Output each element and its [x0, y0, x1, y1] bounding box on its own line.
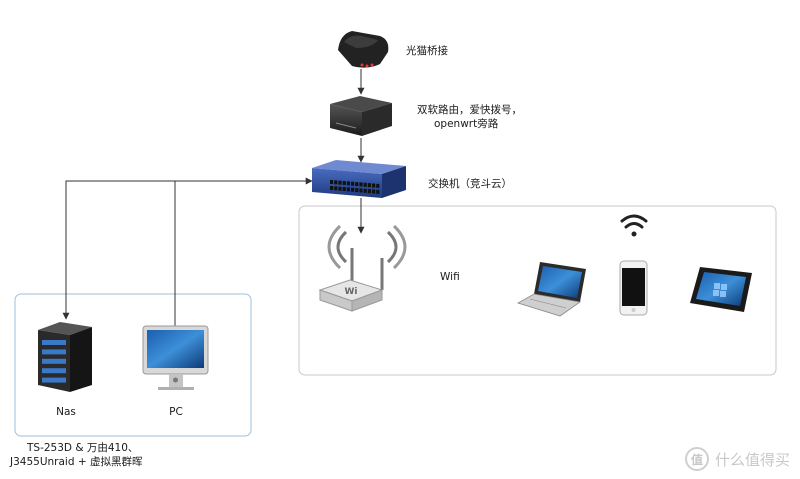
- wireless-ap-icon: Wi: [318, 224, 407, 312]
- switch-port: [363, 188, 367, 193]
- nas-drive-bay: [42, 358, 66, 364]
- switch-port: [351, 181, 355, 186]
- nas-drive-bay: [42, 368, 66, 374]
- switch-port: [367, 183, 371, 188]
- switch-label: 交换机（竞斗云）: [428, 178, 512, 190]
- switch-port: [359, 188, 363, 193]
- switch-port: [367, 189, 371, 194]
- watermark-text: 什么值得买: [714, 450, 790, 469]
- wifi-label: Wifi: [440, 271, 460, 283]
- tablet-icon: [690, 267, 752, 312]
- switch-port: [338, 186, 342, 191]
- switch-port: [346, 181, 350, 186]
- switch-port: [372, 189, 376, 194]
- switch-port: [372, 183, 376, 188]
- nas-description-line2: J3455Unraid + 虚拟黑群晖: [10, 456, 143, 468]
- laptop-icon: [516, 262, 586, 317]
- pc-monitor-icon: [142, 325, 209, 390]
- switch-port: [330, 186, 334, 190]
- router-icon: [330, 96, 392, 136]
- switch-port: [355, 188, 359, 193]
- switch-port: [355, 182, 359, 187]
- switch-port: [346, 187, 350, 192]
- wifi-signal-icon: [620, 214, 648, 237]
- nas-drive-bay: [42, 340, 66, 345]
- switch-port: [363, 182, 367, 187]
- switch-port: [334, 180, 338, 185]
- switch-port: [376, 183, 380, 188]
- router-label-line2: openwrt旁路: [434, 118, 499, 130]
- switch-port: [334, 186, 338, 191]
- smartphone-icon: [619, 260, 648, 316]
- nas-server-icon: [38, 322, 92, 392]
- pc-label: PC: [169, 406, 183, 418]
- nas-description-line1: TS-253D & 万由410、: [27, 442, 139, 454]
- switch-port: [342, 181, 346, 186]
- switch-port: [351, 187, 355, 192]
- switch-port: [376, 189, 380, 194]
- switch-to-nas-link: [62, 177, 313, 320]
- switch-port: [359, 182, 363, 187]
- switch-port: [338, 180, 342, 185]
- modem-label: 光猫桥接: [406, 45, 448, 57]
- switch-port: [342, 187, 346, 192]
- nas-label: Nas: [56, 406, 76, 418]
- watermark-badge-icon: 值: [684, 447, 709, 471]
- nas-drive-bay: [42, 377, 66, 383]
- router-label-line1: 双软路由，爱快拨号，: [417, 104, 522, 116]
- nas-drive-bay: [42, 349, 66, 355]
- switch-port: [330, 180, 334, 184]
- optical-modem-icon: [338, 31, 389, 68]
- svg-text:Wi: Wi: [344, 287, 357, 297]
- switch-icon: [312, 160, 406, 198]
- watermark: 值 什么值得买: [684, 447, 790, 471]
